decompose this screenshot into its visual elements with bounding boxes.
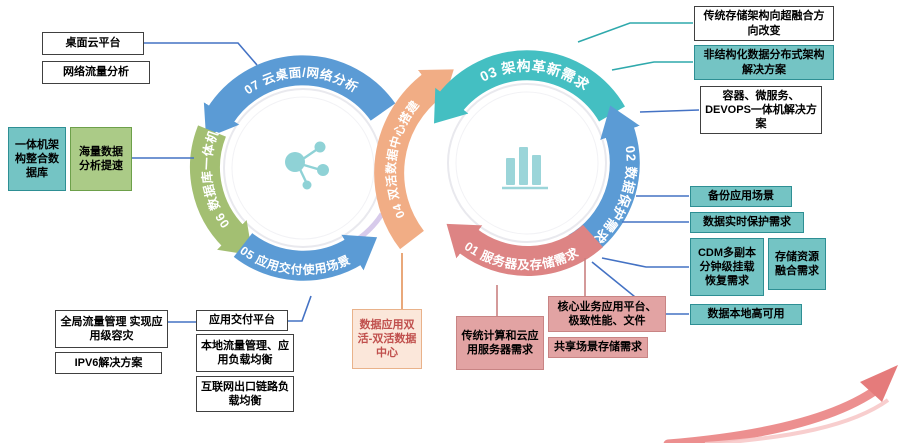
connector-lines-teal (577, 22, 693, 71)
arc-01-server-storage-band (446, 223, 603, 276)
arc-04-dual-active-dc-band (374, 69, 454, 250)
box-local-high-availability: 数据本地高可用 (690, 304, 802, 325)
box-desktop-cloud-platform: 桌面云平台 (42, 32, 144, 55)
bar-chart-icon (502, 147, 548, 190)
box-internet-link-load-balancing: 互联网出口链路负载均衡 (196, 376, 294, 412)
box-local-traffic-load-balancing: 本地流量管理、应用负载均衡 (196, 334, 294, 372)
arc-03-architecture-innovation-band (433, 50, 625, 124)
box-shared-scenario-storage: 共享场景存储需求 (548, 337, 648, 358)
box-realtime-protection-needs: 数据实时保护需求 (690, 212, 804, 233)
box-cdm-recovery-needs: CDM多副本分钟级挂载恢复需求 (690, 238, 764, 296)
arc-05-app-delivery-band (233, 232, 378, 281)
connector-lines-warm (401, 253, 586, 316)
box-storage-to-hyperconverged: 传统存储架构向超融合方向改变 (694, 6, 834, 41)
swoosh-arrow (663, 365, 898, 443)
box-unstructured-distributed-solution: 非结构化数据分布式架构解决方案 (694, 45, 834, 80)
arc-06-database-aio-band (190, 125, 253, 256)
box-app-delivery-platform: 应用交付平台 (196, 310, 288, 331)
box-core-business-platform: 核心业务应用平台、极致性能、文件 (548, 296, 666, 332)
box-network-traffic-analysis: 网络流量分析 (42, 61, 150, 84)
box-traditional-cloud-server-needs: 传统计算和云应用服务器需求 (456, 316, 544, 370)
box-backup-scenario: 备份应用场景 (690, 186, 792, 207)
box-ipv6-solution: IPV6解决方案 (55, 352, 162, 374)
network-hub-icon (285, 141, 329, 190)
box-massive-data-analysis-speedup: 海量数据分析提速 (70, 127, 132, 191)
box-aio-architecture-database: 一体机架构整合数据库 (8, 127, 66, 191)
swoosh-arrowhead (860, 365, 898, 402)
arc-07-cloud-desktop-band (203, 55, 396, 138)
box-container-devops-solution: 容器、微服务、DEVOPS一体机解决方案 (700, 86, 822, 134)
box-storage-fusion-needs: 存储资源融合需求 (768, 238, 826, 290)
box-global-traffic-management: 全局流量管理 实现应用级容灾 (55, 310, 168, 348)
box-dual-active-data-center: 数据应用双活-双活数据中心 (352, 309, 422, 369)
